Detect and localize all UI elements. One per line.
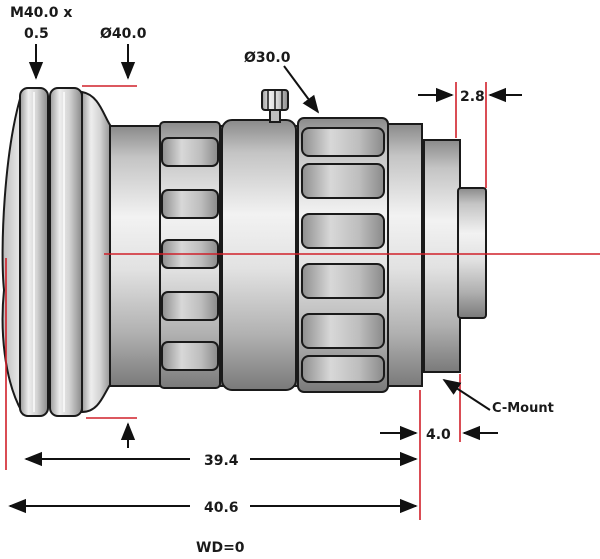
- thread-pitch-label: 0.5: [24, 26, 49, 42]
- total-length-label: 40.6: [204, 500, 239, 516]
- knurled-screw-icon: [261, 89, 289, 123]
- front-lens-glass: [1, 91, 23, 416]
- c-mount-thread: [457, 187, 487, 319]
- ring-diameter-label: Ø30.0: [244, 50, 291, 66]
- front-taper: [81, 90, 113, 414]
- rear-flange: [423, 139, 461, 373]
- working-distance-label: WD=0: [196, 540, 245, 556]
- flange-depth-label: 2.8: [460, 89, 485, 105]
- iris-ring-grips: [301, 127, 385, 383]
- mount-depth-label: 4.0: [426, 427, 451, 443]
- front-ring-2: [49, 87, 83, 417]
- mount-leader-arrow: [442, 379, 491, 411]
- center-collar: [221, 119, 297, 391]
- ring-diameter-arrow: [283, 65, 320, 114]
- iris-ring: [297, 117, 389, 393]
- body-length-label: 39.4: [204, 453, 239, 469]
- front-diameter-label: Ø40.0: [100, 26, 147, 42]
- rear-barrel: [387, 123, 423, 387]
- mount-label: C-Mount: [492, 401, 554, 416]
- thread-label: M40.0 x: [10, 5, 72, 21]
